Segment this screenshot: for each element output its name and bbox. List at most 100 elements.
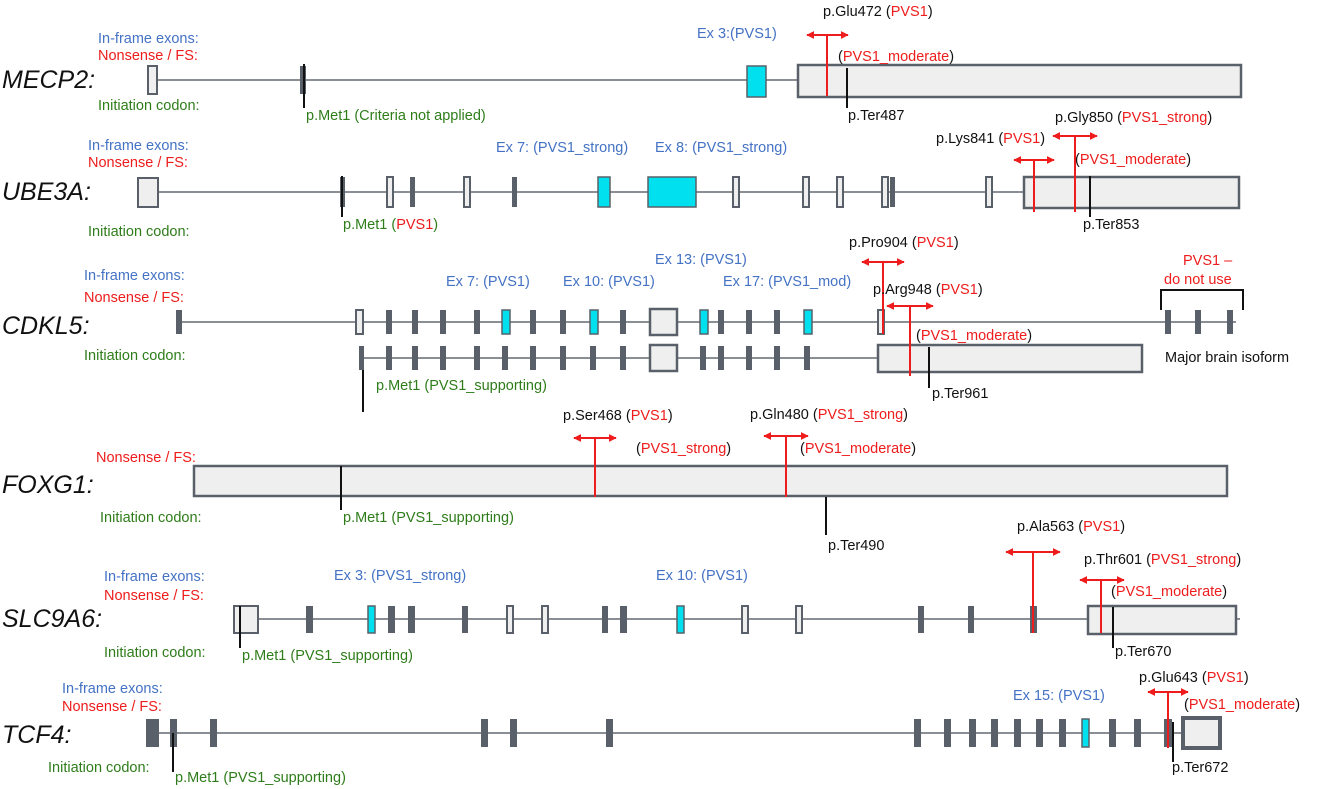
gene-foxg1: Nonsense / FS: FOXG1: Initiation codon: … — [2, 407, 1229, 554]
nonsense-label: Nonsense / FS: — [88, 155, 188, 171]
exon — [176, 310, 182, 334]
exon — [881, 176, 889, 208]
exon — [147, 65, 158, 95]
exon — [1134, 719, 1141, 747]
exon-cyan — [1081, 718, 1090, 748]
exon — [802, 176, 810, 208]
exon — [386, 346, 392, 370]
ex10-label: Ex 10: (PVS1) — [563, 274, 655, 290]
ter-label: p.Ter487 — [848, 108, 904, 124]
initiation-label: Initiation codon: — [48, 760, 150, 776]
met1-label: p.Met1 (PVS1_supporting) — [175, 770, 346, 786]
var1-paren-label: (PVS1_strong) — [636, 441, 731, 457]
exon-label: Ex 3:(PVS1) — [697, 26, 777, 42]
ter-label: p.Ter670 — [1115, 644, 1171, 660]
var-paren-label: (PVS1_moderate) — [838, 49, 954, 65]
var1-label: p.Ala563 (PVS1) — [1017, 519, 1125, 535]
exon — [602, 606, 608, 633]
met1-label: p.Met1 (PVS1) — [343, 217, 438, 233]
exon — [512, 177, 517, 207]
var2-label: p.Thr601 (PVS1_strong) — [1084, 552, 1241, 568]
ter-label: p.Ter961 — [932, 386, 988, 402]
exon-cyan — [746, 65, 767, 98]
exon-cyan — [676, 605, 685, 634]
exon — [530, 310, 536, 334]
var2-label: p.Gly850 (PVS1_strong) — [1055, 110, 1212, 126]
met1-label: p.Met1 (PVS1_supporting) — [343, 510, 514, 526]
initiation-label: Initiation codon: — [100, 510, 202, 526]
exon — [746, 310, 752, 334]
met1-label: p.Met1 (PVS1_supporting) — [376, 378, 547, 394]
exon-cyan — [367, 605, 376, 634]
gene-tcf4: In-frame exons: Nonsense / FS: TCF4: Ini… — [2, 670, 1300, 786]
var2-paren-label: (PVS1_moderate) — [1075, 152, 1191, 168]
exon — [146, 719, 159, 747]
isoform-label: Major brain isoform — [1165, 350, 1289, 366]
gene-name: TCF4: — [2, 721, 71, 749]
exon — [991, 719, 998, 747]
gene-mecp2: In-frame exons: Nonsense / FS: MECP2: In… — [2, 4, 1243, 124]
nonsense-label: Nonsense / FS: — [84, 290, 184, 306]
gene-slc9a6: In-frame exons: Nonsense / FS: SLC9A6: I… — [2, 519, 1241, 664]
exon — [648, 343, 679, 373]
exon — [890, 177, 895, 207]
ter-label: p.Ter853 — [1083, 217, 1139, 233]
gene-name: CDKL5: — [2, 312, 90, 340]
exon — [137, 177, 159, 208]
ex13-label: Ex 13: (PVS1) — [655, 252, 747, 268]
exon — [620, 346, 626, 370]
exon — [968, 606, 974, 633]
ex7-label: Ex 7: (PVS1_strong) — [496, 140, 628, 156]
exon — [440, 310, 446, 334]
exon — [481, 719, 488, 747]
exon — [210, 719, 217, 747]
exon — [718, 346, 724, 370]
exon — [606, 719, 613, 747]
exon-cyan — [597, 176, 611, 208]
exon — [774, 346, 780, 370]
ex17-label: Ex 17: (PVS1_mod) — [723, 274, 851, 290]
var1-label: p.Ser468 (PVS1) — [563, 408, 673, 424]
nonsense-label: Nonsense / FS: — [62, 699, 162, 715]
exon-last — [796, 63, 1243, 99]
exon — [836, 176, 844, 208]
var2-label: p.Arg948 (PVS1) — [873, 282, 983, 298]
exon — [1109, 719, 1116, 747]
var-label: p.Glu472 (PVS1) — [823, 4, 933, 20]
exon — [732, 176, 740, 208]
exon — [795, 605, 803, 634]
exon — [648, 307, 679, 337]
exon-last — [1022, 175, 1241, 210]
initiation-label: Initiation codon: — [98, 98, 200, 114]
nonsense-label: Nonsense / FS: — [98, 48, 198, 64]
met1-label: p.Met1 (Criteria not applied) — [306, 108, 486, 124]
exon — [388, 606, 395, 633]
initiation-label: Initiation codon: — [104, 645, 206, 661]
exon — [474, 346, 480, 370]
exon — [1195, 310, 1201, 334]
var2-paren-label: (PVS1_moderate) — [800, 441, 916, 457]
exon-cyan — [647, 176, 697, 208]
exon — [620, 310, 626, 334]
exon — [700, 346, 706, 370]
initiation-label: Initiation codon: — [88, 224, 190, 240]
exon-last — [876, 343, 1144, 374]
ex7-label: Ex 7: (PVS1) — [446, 274, 530, 290]
exon — [530, 346, 536, 370]
exon — [1059, 719, 1066, 747]
var1-label: p.Lys841 (PVS1) — [936, 131, 1045, 147]
exon — [359, 346, 364, 370]
ex15-label: Ex 15: (PVS1) — [1013, 688, 1105, 704]
exon — [306, 606, 313, 633]
initiation-label: Initiation codon: — [84, 348, 186, 364]
bracket — [1160, 289, 1244, 310]
exon — [412, 346, 418, 370]
gene-name: UBE3A: — [2, 178, 91, 206]
exon — [440, 346, 446, 370]
exon — [1165, 310, 1171, 334]
exon — [560, 310, 566, 334]
var2-label: p.Gln480 (PVS1_strong) — [750, 407, 908, 423]
exon — [502, 346, 508, 370]
exon — [474, 310, 480, 334]
exon-cyan — [803, 309, 813, 335]
